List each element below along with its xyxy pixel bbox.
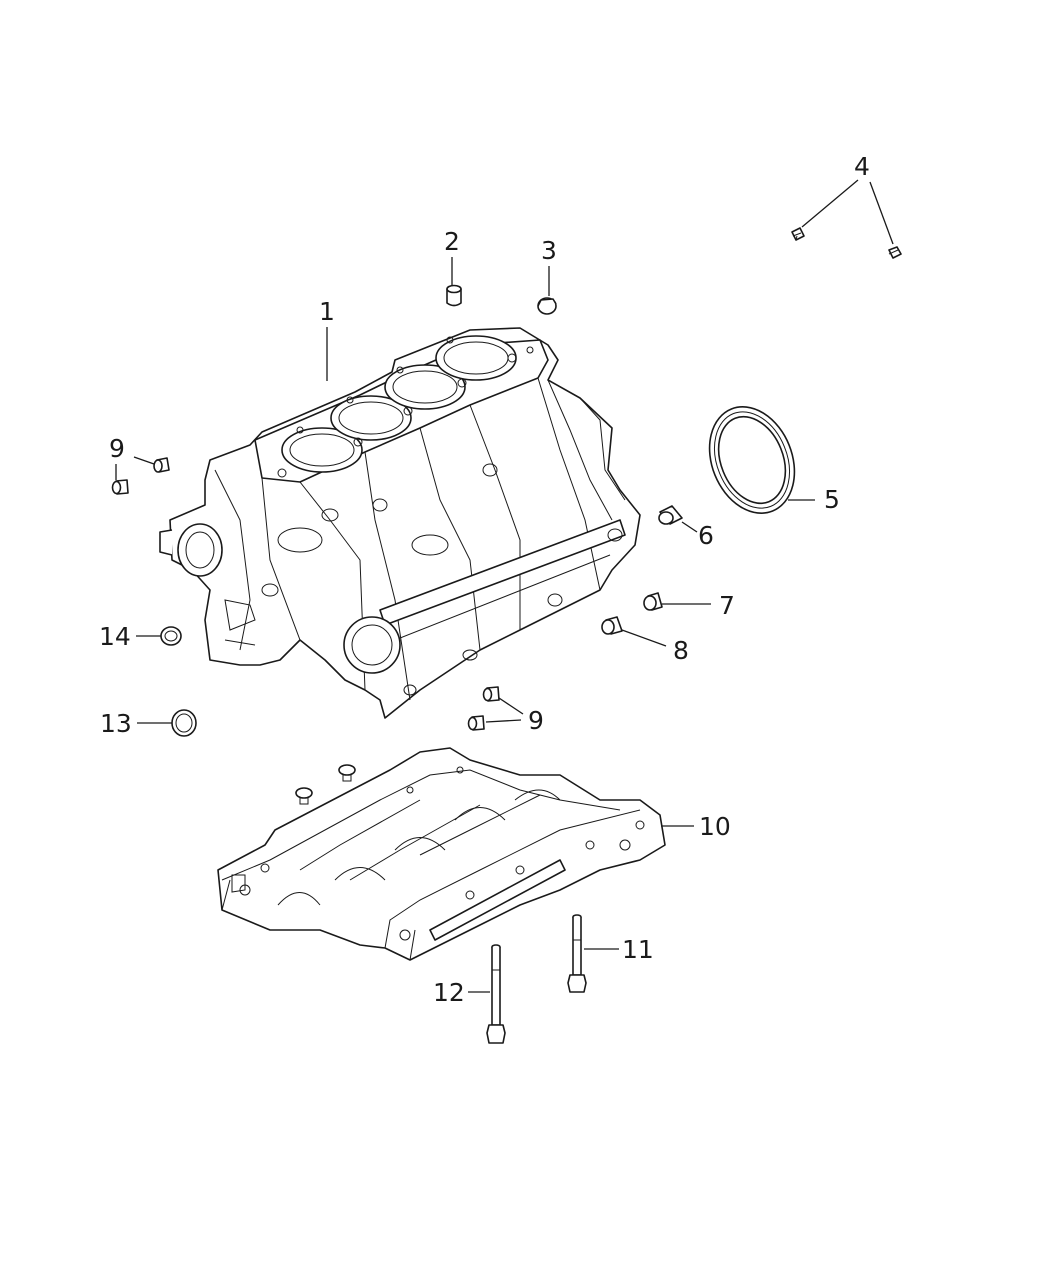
callout-13: 13 [100,709,132,738]
dowel-2[interactable] [446,284,462,307]
o-ring-13[interactable] [171,709,197,737]
callout-14: 14 [99,622,131,651]
dowel-9-upper-b[interactable] [111,479,129,495]
callout-4: 4 [854,152,870,181]
callout-5: 5 [824,485,840,514]
callout-2: 2 [444,227,460,256]
dowel-9-upper-a[interactable] [153,457,170,473]
callout-8: 8 [673,636,689,665]
dowel-8[interactable] [601,616,623,635]
plug-14[interactable] [160,626,182,646]
bedplate-screw-a[interactable] [338,764,356,782]
dowel-9-lower-a[interactable] [482,686,500,702]
bolt-11[interactable] [567,914,587,993]
callout-9-lower: 9 [528,706,544,735]
dowel-7[interactable] [643,592,663,611]
screw-4b[interactable] [888,246,902,259]
bedplate-screw-b[interactable] [295,787,313,805]
callout-7: 7 [719,591,735,620]
callout-3: 3 [541,236,557,265]
screw-4a[interactable] [791,227,805,241]
callout-12: 12 [433,978,465,1007]
plug-3[interactable] [537,297,557,315]
callout-9-upper: 9 [109,434,125,463]
callout-labels: 1 2 3 4 5 6 7 8 9 9 10 11 12 13 14 [99,152,870,1007]
cylinder-block[interactable] [159,327,641,719]
callout-11: 11 [622,935,654,964]
leader-lines [115,179,894,993]
dowel-6[interactable] [658,505,683,525]
callout-10: 10 [699,812,731,841]
callout-1: 1 [319,297,335,326]
rear-main-seal-5[interactable] [694,394,809,526]
callout-6: 6 [698,521,714,550]
dowel-9-lower-b[interactable] [467,715,485,731]
bedplate-10[interactable] [217,747,666,961]
bolt-12[interactable] [486,944,506,1044]
